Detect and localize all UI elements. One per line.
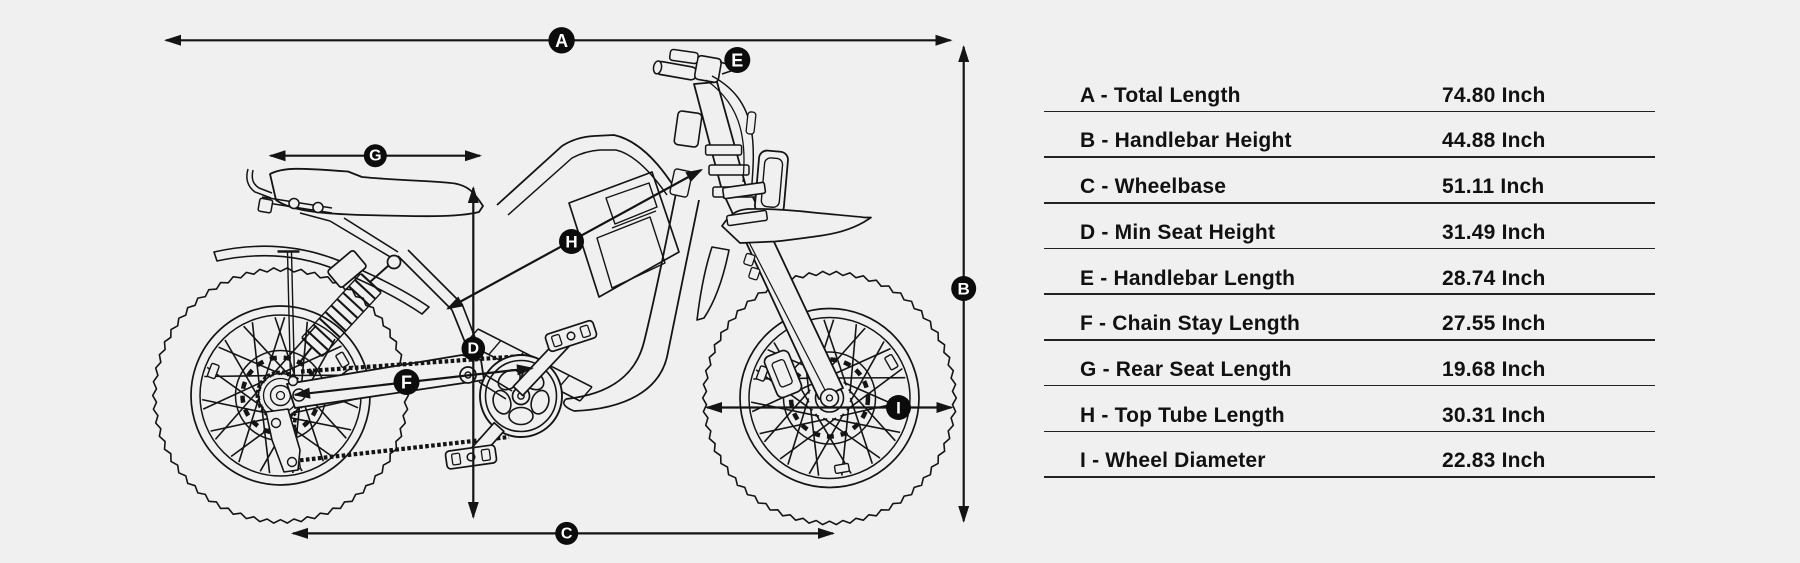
svg-text:B: B	[958, 280, 970, 299]
svg-text:G: G	[369, 148, 381, 165]
svg-text:C: C	[561, 525, 573, 542]
svg-text:E: E	[731, 51, 743, 71]
svg-text:H: H	[565, 233, 577, 252]
svg-text:D: D	[468, 341, 480, 358]
svg-text:A: A	[555, 31, 568, 51]
svg-text:I: I	[896, 399, 901, 418]
svg-text:F: F	[401, 373, 412, 393]
